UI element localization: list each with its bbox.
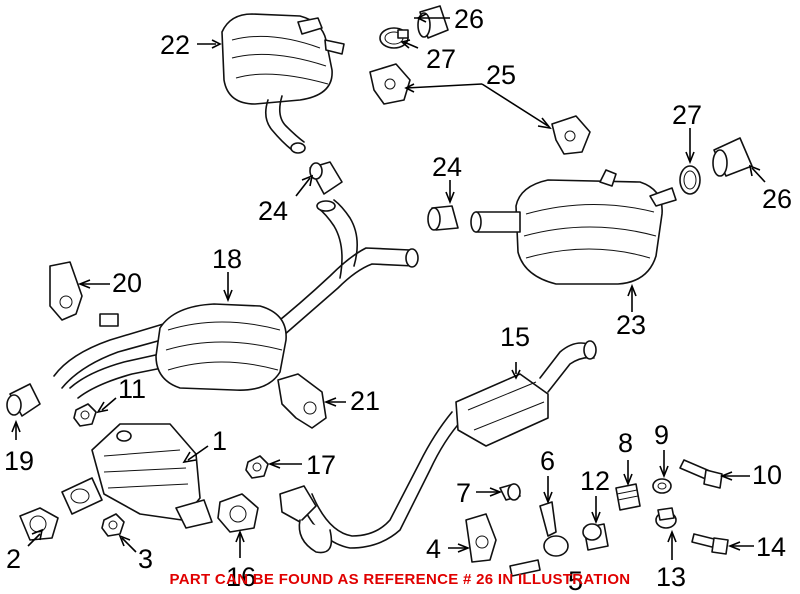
nut-17	[245, 455, 269, 479]
callout-4: 4	[426, 534, 441, 564]
hanger-25-left	[369, 63, 411, 105]
nut-3	[101, 513, 125, 537]
callout-17: 17	[306, 450, 336, 480]
footnote-text: PART CAN BE FOUND AS REFERENCE # 26 IN I…	[170, 571, 631, 588]
clamp-27-upper	[379, 27, 409, 49]
callout-9: 9	[654, 420, 669, 450]
hanger-25-right	[551, 115, 591, 155]
nut-11	[73, 403, 97, 427]
callout-15: 15	[500, 322, 530, 352]
callout-18: 18	[212, 244, 242, 274]
gasket-2	[19, 507, 59, 541]
callout-20: 20	[112, 268, 142, 298]
callout-14: 14	[756, 532, 786, 562]
callout-13: 13	[656, 562, 686, 592]
callout-16: 16	[226, 562, 256, 592]
callout-12: 12	[580, 466, 610, 496]
washer-9	[652, 478, 672, 494]
bracket-21	[277, 373, 327, 429]
callout-2: 2	[6, 544, 21, 574]
callout-26-upper: 26	[454, 4, 484, 34]
callout-24-right: 24	[432, 152, 462, 182]
callout-7: 7	[456, 478, 471, 508]
clamp-24-upper	[309, 161, 343, 195]
hanger-6	[539, 501, 569, 557]
tailpipe-tip-26-upper	[417, 5, 449, 39]
callout-21: 21	[350, 386, 380, 416]
bolt-14	[691, 533, 729, 555]
callout-8: 8	[618, 428, 633, 458]
clamp-19	[6, 383, 41, 417]
tailpipe-tip-26-right	[712, 137, 753, 177]
stud-5	[509, 559, 541, 577]
clamp-24-right	[427, 205, 459, 231]
hanger-4	[465, 513, 497, 563]
rear-muffler-left	[221, 13, 345, 154]
callout-27-right: 27	[672, 100, 702, 130]
bolt-7	[499, 483, 521, 501]
callout-22: 22	[160, 30, 190, 60]
hanger-20	[49, 261, 83, 321]
catalytic-converter-1	[61, 423, 213, 529]
leader-lines	[11, 13, 766, 560]
bolt-10	[679, 459, 723, 489]
callout-5: 5	[568, 566, 583, 594]
callout-1: 1	[212, 426, 227, 456]
clamp-27-right	[679, 165, 701, 195]
callout-24-upper: 24	[258, 196, 288, 226]
callout-11: 11	[118, 374, 146, 404]
callout-numbers: 22 26 27 25 27 26 24 24 18 20 23 15 11 2…	[4, 4, 792, 594]
callout-26-right: 26	[762, 184, 792, 214]
bushing-8	[615, 483, 641, 511]
gasket-16	[217, 493, 259, 533]
callout-25: 25	[486, 60, 516, 90]
callout-10: 10	[752, 460, 782, 490]
callout-19: 19	[4, 446, 34, 476]
center-pipe-assembly	[53, 199, 419, 399]
rear-muffler-right	[470, 169, 677, 285]
insulator-12	[582, 523, 609, 551]
callout-23: 23	[616, 310, 646, 340]
callout-3: 3	[138, 544, 153, 574]
callout-6: 6	[540, 446, 555, 476]
front-pipe-15	[279, 340, 597, 554]
callout-27-upper: 27	[426, 44, 456, 74]
bolt-13	[655, 507, 677, 529]
